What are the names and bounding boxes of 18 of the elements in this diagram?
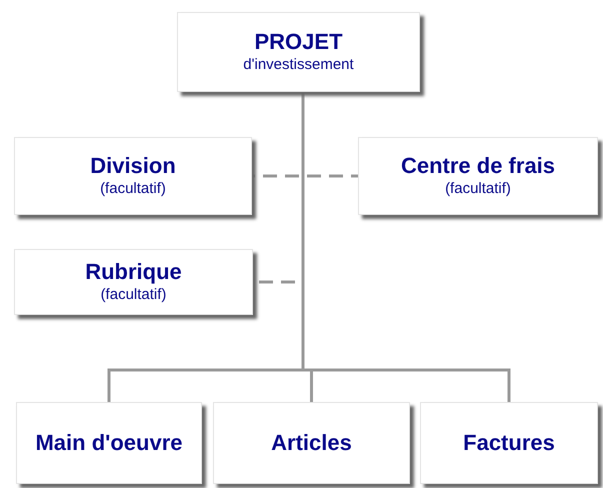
box-title: Factures	[463, 430, 555, 456]
box	[14, 137, 252, 215]
box	[420, 402, 598, 484]
box-title: Main d'oeuvre	[35, 430, 183, 456]
box-subtitle: d'investissement	[243, 55, 354, 75]
box	[213, 402, 410, 484]
box	[177, 12, 420, 92]
box-subtitle: (facultatif)	[100, 179, 166, 199]
box	[358, 137, 598, 215]
box-subtitle: (facultatif)	[100, 285, 166, 305]
box-title: PROJET	[254, 29, 343, 55]
box-title: Rubrique	[85, 259, 182, 285]
box	[14, 249, 253, 315]
box-title: Division	[90, 153, 176, 179]
box-subtitle: (facultatif)	[445, 179, 511, 199]
box-title: Centre de frais	[400, 153, 556, 179]
box-title: Articles	[271, 430, 352, 456]
box	[16, 402, 202, 484]
